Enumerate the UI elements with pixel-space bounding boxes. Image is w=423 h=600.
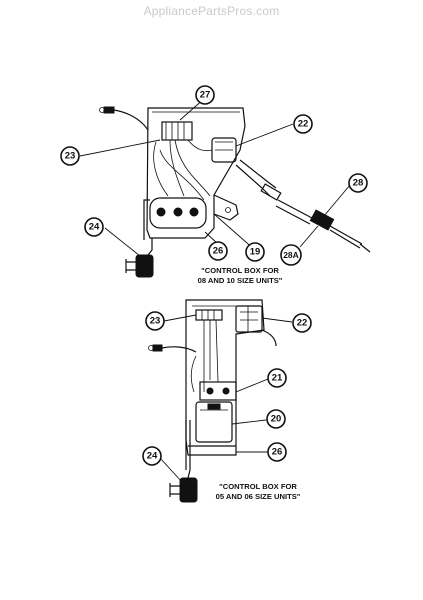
watermark: AppliancePartsPros.com (143, 4, 280, 18)
callout-26-bottom: 26 (267, 442, 287, 462)
callout-20: 20 (266, 409, 286, 429)
svg-text:26: 26 (272, 447, 283, 458)
svg-text:23: 23 (150, 316, 161, 327)
caption-top-line1: "CONTROL BOX FOR (201, 266, 279, 275)
callout-28a: 28A (280, 244, 302, 266)
callout-22-top: 22 (293, 114, 313, 134)
caption-top-line2: 08 AND 10 SIZE UNITS" (198, 276, 283, 285)
leader-lines-bottom (159, 314, 293, 483)
callout-23-top: 23 (60, 146, 80, 166)
svg-text:21: 21 (272, 373, 283, 384)
callout-24-bottom: 24 (142, 446, 162, 466)
callout-19: 19 (245, 242, 265, 262)
leader-lines-top (79, 97, 351, 257)
svg-text:22: 22 (297, 318, 308, 329)
callout-26-top: 26 (208, 241, 228, 261)
svg-text:26: 26 (213, 246, 224, 257)
svg-text:28: 28 (353, 178, 364, 189)
svg-text:19: 19 (250, 247, 261, 258)
control-box-small (148, 299, 277, 503)
svg-text:24: 24 (89, 222, 100, 233)
svg-text:23: 23 (65, 151, 76, 162)
callout-27: 27 (195, 85, 215, 105)
svg-text:22: 22 (298, 119, 309, 130)
callout-28: 28 (348, 173, 368, 193)
svg-text:27: 27 (200, 90, 211, 101)
control-box-large (99, 106, 371, 278)
caption-bottom-line1: "CONTROL BOX FOR (219, 482, 297, 491)
svg-text:20: 20 (271, 414, 282, 425)
callout-21: 21 (267, 368, 287, 388)
svg-text:28A: 28A (283, 250, 299, 260)
callout-22-bottom: 22 (292, 313, 312, 333)
callout-24-top: 24 (84, 217, 104, 237)
caption-bottom-line2: 05 AND 06 SIZE UNITS" (216, 492, 301, 501)
svg-text:24: 24 (147, 451, 158, 462)
callout-23-bottom: 23 (145, 311, 165, 331)
